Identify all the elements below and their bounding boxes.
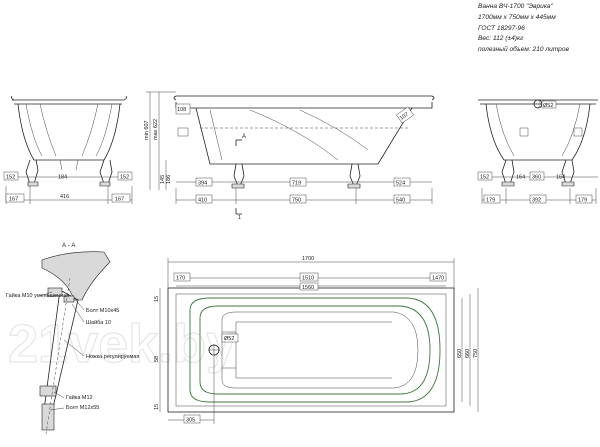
- callout-bolt-m12: Болт М12х55: [66, 405, 99, 411]
- side-dim-max: max 622: [153, 119, 159, 140]
- spec-volume: полезный объем: 210 литров: [478, 46, 569, 54]
- front-view: 152 184 152 167 416 167: [3, 95, 133, 204]
- end-view: Ø52 152 164 360 164 179 392 179: [477, 99, 598, 204]
- side-dim-min: min 607: [144, 120, 150, 140]
- end-dim-1: 152: [480, 175, 489, 181]
- end-dim-6: 392: [532, 198, 541, 204]
- spec-size: 1700мм x 750мм x 445мм: [478, 13, 556, 21]
- front-dim-4: 167: [9, 197, 18, 203]
- side-dim-186: 186: [166, 175, 172, 184]
- plan-dim-1510: 1510: [302, 276, 314, 282]
- plan-view: Ø52 1700 1510 1560 170 1470 15 58 15 650…: [154, 256, 479, 424]
- plan-dim-170: 170: [176, 276, 185, 282]
- plan-dim-15-top: 15: [154, 296, 160, 302]
- callout-nut-m12: Гайка М12: [66, 394, 93, 401]
- section-bracket: 1: [238, 215, 241, 221]
- section-marker-top: A: [242, 134, 246, 140]
- watermark: 21vek.by: [8, 314, 236, 374]
- end-dim-4: 164: [556, 175, 565, 181]
- callout-nut-m10: Гайка М10 уменьшенная: [6, 292, 69, 299]
- end-dim-3: 360: [532, 175, 541, 181]
- plan-dim-58: 58: [154, 356, 160, 362]
- front-dim-3: 152: [120, 175, 129, 181]
- side-dim-524: 524: [396, 181, 405, 187]
- side-dim-145: 145: [160, 175, 166, 184]
- plan-dim-15-bottom: 15: [154, 404, 160, 410]
- plan-dim-total: 1700: [302, 256, 314, 262]
- plan-dim-660: 660: [465, 349, 471, 358]
- side-dim-1: 108: [177, 107, 186, 113]
- side-dim-394: 394: [198, 181, 207, 187]
- callout-washer: Шайба 10: [86, 319, 111, 326]
- spec-weight: Вес: 112 (±4)кг: [478, 35, 524, 43]
- section-aa: А - А Гайка М10 уменьшенная Болт М10х45 …: [6, 243, 139, 435]
- plan-dim-305: 305: [186, 418, 195, 424]
- side-dim-2: 107: [399, 112, 410, 122]
- end-dim-5: 179: [486, 198, 495, 204]
- plan-dim-1470: 1470: [432, 276, 444, 282]
- spec-title: Ванна ВЧ-1700 "Эврика": [478, 3, 553, 10]
- end-dim-7: 179: [578, 198, 587, 204]
- front-dim-1: 152: [6, 175, 15, 181]
- plan-dim-650: 650: [457, 349, 463, 358]
- side-view: 108 107 A 1 min 607 max 622 145 186 394 …: [144, 91, 435, 221]
- side-dim-750: 750: [292, 198, 301, 204]
- plan-dim-750: 750: [473, 349, 479, 358]
- plan-dim-1560: 1560: [302, 285, 314, 291]
- front-dim-5: 416: [60, 194, 69, 200]
- plan-diameter: Ø52: [224, 336, 234, 342]
- end-dim-2: 164: [516, 175, 525, 181]
- section-aa-title: А - А: [62, 243, 75, 249]
- side-dim-540: 540: [396, 198, 405, 204]
- callout-leg: Ножка регулируемая: [86, 354, 139, 360]
- spec-block: Ванна ВЧ-1700 "Эврика" 1700мм x 750мм x …: [478, 2, 569, 56]
- front-dim-6: 167: [115, 197, 124, 203]
- side-dim-410: 410: [198, 198, 207, 204]
- end-diameter: Ø52: [543, 103, 553, 109]
- callout-bolt-m10: Болт М10х45: [86, 308, 119, 314]
- side-dim-719: 719: [292, 181, 301, 187]
- front-dim-2: 184: [58, 175, 67, 181]
- spec-gost: ГОСТ 18297-96: [478, 24, 525, 32]
